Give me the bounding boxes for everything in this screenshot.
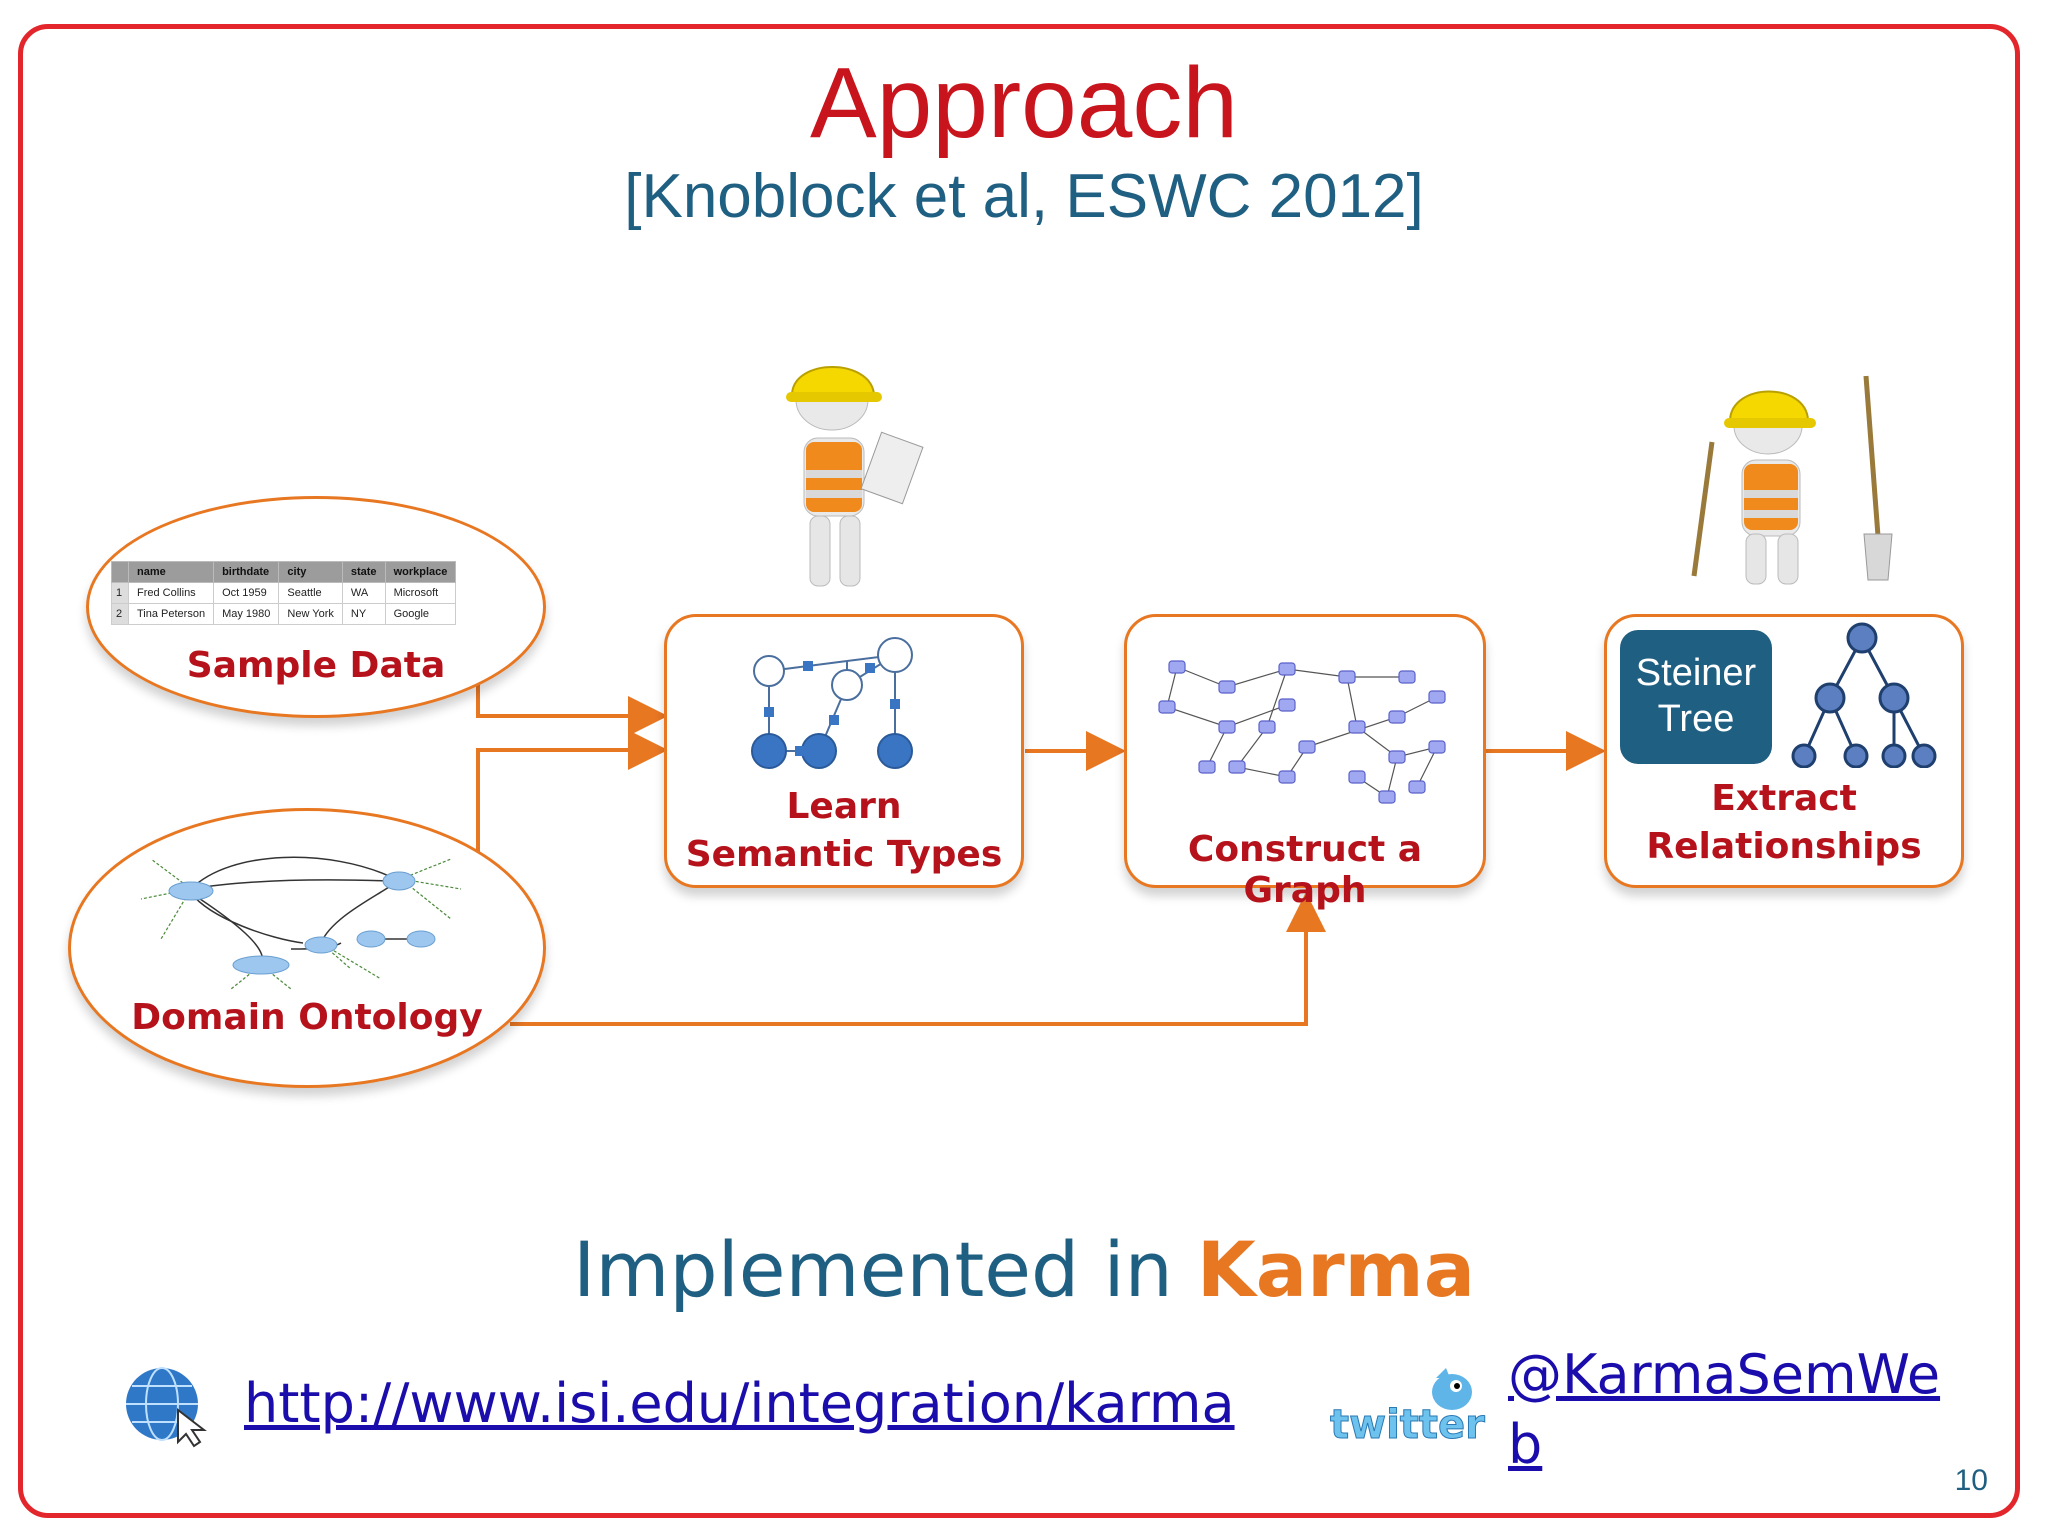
table-header: name xyxy=(127,561,215,583)
graph-node xyxy=(1348,770,1366,784)
tree-node xyxy=(1814,682,1846,714)
page-number: 10 xyxy=(1954,1464,1988,1497)
graph-node-class xyxy=(877,637,913,673)
sample-data-table: name birthdate city state workplace 1 Fr… xyxy=(111,561,457,625)
arrow-ontology-to-graph xyxy=(510,892,1326,1026)
slide-subtitle: [Knoblock et al, ESWC 2012] xyxy=(624,162,1424,231)
table-header: state xyxy=(341,561,386,583)
graph-node xyxy=(1428,740,1446,754)
twitter-handle-line2: b xyxy=(1508,1413,1543,1476)
graph-node-semantic-type xyxy=(801,733,837,769)
graph-node xyxy=(1158,700,1176,714)
arrow-ontology-to-learn xyxy=(476,730,668,860)
ontology-node-place xyxy=(382,871,416,891)
graph-node xyxy=(1398,670,1416,684)
graph-node xyxy=(1218,680,1236,694)
ontology-node-state xyxy=(406,930,436,948)
domain-ontology-node: Domain Ontology xyxy=(68,808,546,1088)
graph-node xyxy=(1218,720,1236,734)
tree-node xyxy=(1911,743,1937,768)
graph-node xyxy=(1428,690,1446,704)
ontology-node-event xyxy=(304,936,338,954)
graph-node xyxy=(1298,740,1316,754)
graph-node-semantic-type xyxy=(751,733,787,769)
graph-network-icon xyxy=(1158,660,1446,804)
graph-node xyxy=(1278,662,1296,676)
ontology-node-person xyxy=(168,881,214,901)
graph-node xyxy=(1278,770,1296,784)
table-header: birthdate xyxy=(213,561,280,583)
table-row: 1 Fred Collins Oct 1959 Seattle WA Micro… xyxy=(111,582,457,604)
table-header: workplace xyxy=(384,561,457,583)
learn-semantic-types-label: Learn Semantic Types xyxy=(685,786,1003,875)
graph-node xyxy=(1338,670,1356,684)
sample-data-node: name birthdate city state workplace 1 Fr… xyxy=(86,496,546,718)
table-row: 2 Tina Peterson May 1980 New York NY Goo… xyxy=(111,603,457,625)
graph-node xyxy=(1378,790,1396,804)
graph-node xyxy=(1348,720,1366,734)
domain-ontology-label: Domain Ontology xyxy=(131,997,483,1038)
tree-node xyxy=(1881,743,1907,768)
graph-node-class xyxy=(753,655,785,687)
karma-name: Karma xyxy=(1196,1225,1476,1314)
graph-node xyxy=(1198,760,1216,774)
graph-node xyxy=(1168,660,1186,674)
implemented-in-karma: Implemented in Karma xyxy=(0,1225,2048,1314)
ontology-graph-icon xyxy=(140,856,462,990)
tree-node xyxy=(1843,743,1869,768)
implemented-prefix: Implemented in xyxy=(572,1225,1197,1314)
graph-node xyxy=(1258,720,1276,734)
twitter-bird-icon xyxy=(1432,1368,1472,1410)
construct-graph-label: Construct a Graph xyxy=(1187,829,1423,911)
arrow-sample-to-learn xyxy=(476,684,668,736)
construct-graph-node: Construct a Graph xyxy=(1124,614,1486,911)
table-header xyxy=(111,561,129,583)
graph-node xyxy=(1388,710,1406,724)
tree-node xyxy=(1846,622,1878,654)
twitter-logo: twitter xyxy=(1330,1368,1485,1452)
ontology-node-city xyxy=(356,930,386,948)
globe-icon xyxy=(126,1367,207,1448)
twitter-handle-line1: @KarmaSemWe xyxy=(1508,1343,1941,1406)
graph-node xyxy=(1278,698,1296,712)
extract-relationships-label: Extract Relationships xyxy=(1646,778,1922,867)
graph-node xyxy=(1228,760,1246,774)
graph-node-class xyxy=(831,669,863,701)
learn-semantic-types-node: Learn Semantic Types xyxy=(664,614,1024,888)
table-header: city xyxy=(278,561,343,583)
graph-node xyxy=(1388,750,1406,764)
steiner-tree-label: Steiner Tree xyxy=(1635,652,1757,740)
ontology-node-organization xyxy=(232,955,290,975)
graph-node xyxy=(1408,780,1426,794)
karma-url-link[interactable]: http://www.isi.edu/integration/karma xyxy=(244,1372,1235,1435)
sample-data-label: Sample Data xyxy=(186,645,446,686)
tree-node xyxy=(1791,743,1817,768)
graph-node-semantic-type xyxy=(877,733,913,769)
worker-with-shovel-icon xyxy=(1691,375,1893,585)
twitter-logo-text: twitter xyxy=(1330,1402,1486,1449)
twitter-handle-link[interactable]: @KarmaSemWe b xyxy=(1508,1340,1940,1480)
steiner-tree-badge: Steiner Tree xyxy=(1620,630,1772,764)
slide-title: Approach xyxy=(809,47,1239,159)
semantic-types-graph-icon xyxy=(751,637,913,769)
tree-icon xyxy=(1791,622,1937,768)
worker-with-clipboard-icon xyxy=(786,366,924,587)
tree-node xyxy=(1878,682,1910,714)
